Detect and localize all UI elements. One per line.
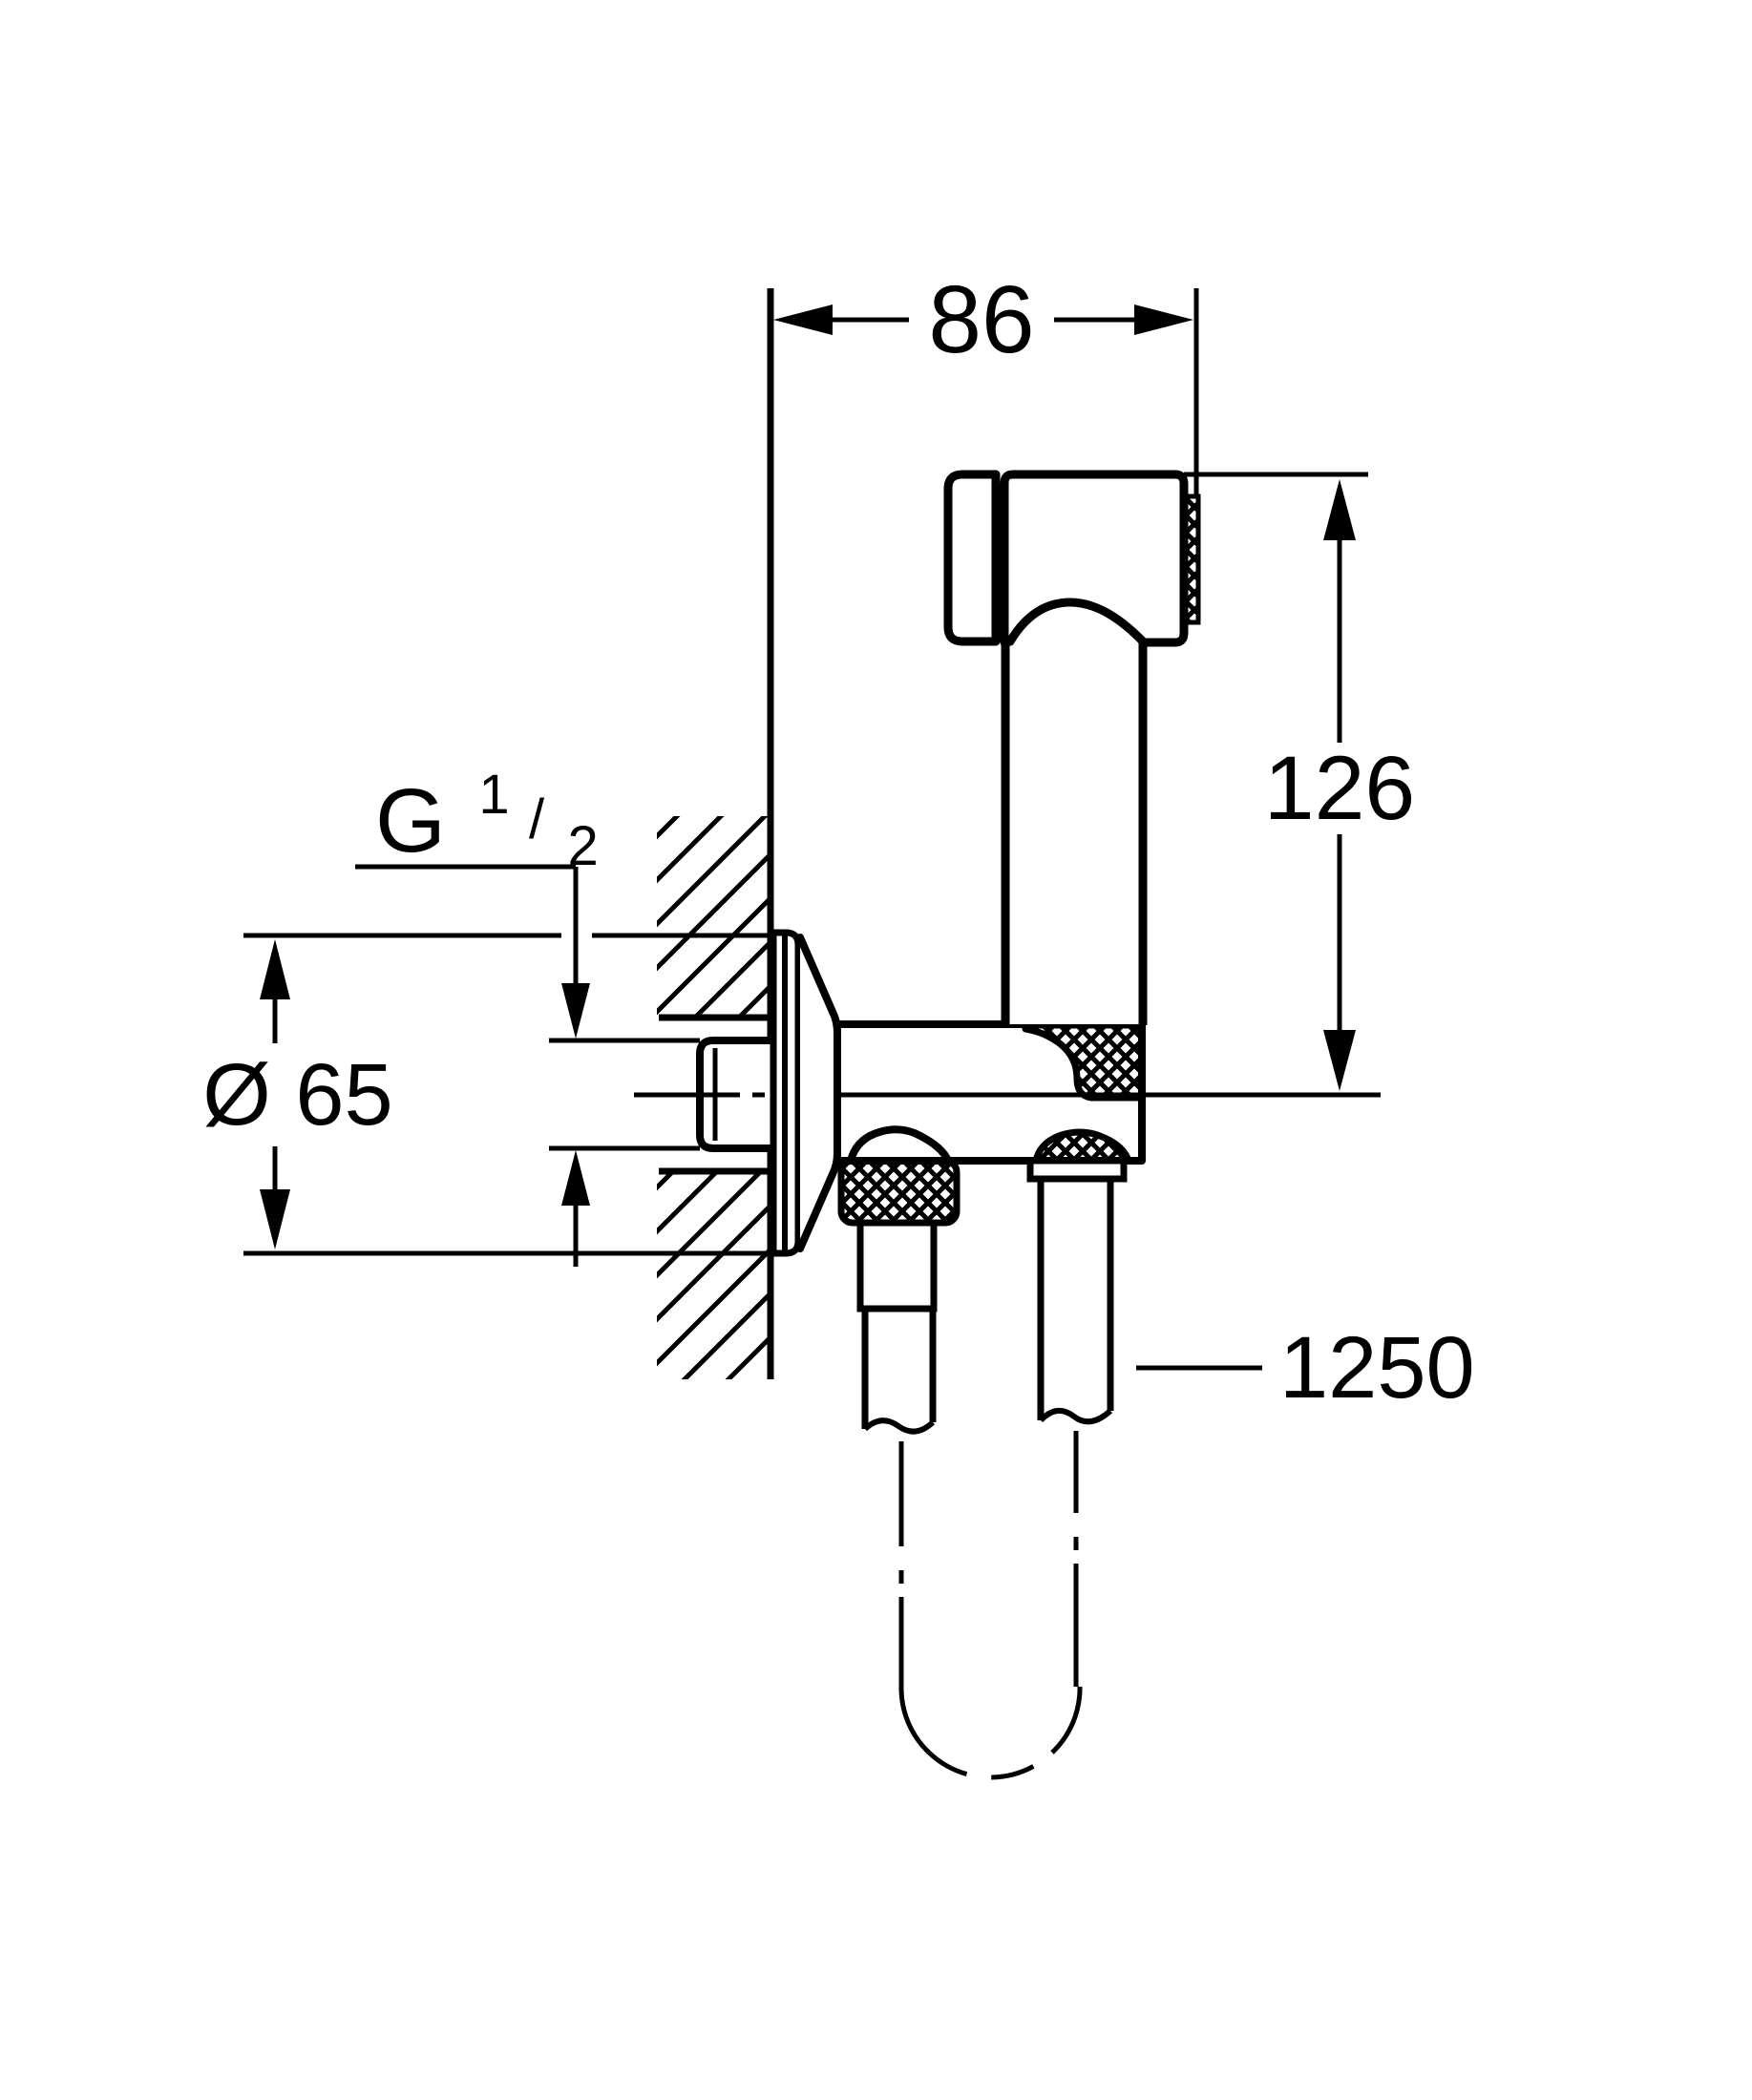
right-hose-break bbox=[1038, 1408, 1113, 1425]
dim-diameter-65: Ø 65 bbox=[202, 933, 770, 1256]
thread-slash: / bbox=[529, 788, 545, 850]
wall-hatch-upper bbox=[657, 816, 770, 1018]
hose-length-label: 1250 bbox=[1279, 1319, 1475, 1417]
escutcheon bbox=[770, 929, 841, 1257]
thread-arrow-down bbox=[561, 983, 590, 1039]
left-hose-ferrule bbox=[856, 1219, 938, 1312]
head-nozzle-cap bbox=[943, 470, 1001, 646]
dim86-arrow-right bbox=[1134, 304, 1193, 335]
head-knurl-strip bbox=[1179, 494, 1201, 625]
thread-label: G 1 / 2 bbox=[375, 732, 599, 877]
dim126-label: 126 bbox=[1264, 738, 1416, 839]
dim-width-86: 86 bbox=[773, 266, 1199, 498]
dim-height-126: 126 bbox=[836, 472, 1416, 1098]
hose-loop bbox=[898, 1431, 1083, 1780]
thread-callout: G 1 / 2 bbox=[355, 732, 700, 1267]
hose-length-callout: 1250 bbox=[1136, 1319, 1475, 1417]
loop-arc-bottom bbox=[927, 1751, 1054, 1780]
dia65-arrow-down bbox=[260, 1189, 290, 1250]
head-body bbox=[1000, 470, 1189, 647]
dim126-arrow-up bbox=[1323, 479, 1356, 540]
dia65-arrow-up bbox=[260, 939, 290, 999]
left-nut-dome bbox=[847, 1125, 952, 1165]
thread-prefix: G bbox=[375, 770, 446, 872]
right-nut-hump bbox=[1032, 1128, 1132, 1165]
right-nut-band bbox=[1026, 1157, 1128, 1183]
dia65-label: Ø 65 bbox=[202, 1046, 392, 1144]
escutcheon-cone bbox=[796, 934, 841, 1252]
thread-numerator: 1 bbox=[478, 764, 509, 826]
spray-handle bbox=[1001, 638, 1148, 1025]
wall-section bbox=[657, 288, 774, 1379]
hose-left-connection bbox=[837, 1125, 960, 1435]
loop-arc-left bbox=[898, 1686, 931, 1754]
hose-right-connection bbox=[1026, 1128, 1132, 1425]
dim86-label: 86 bbox=[928, 266, 1034, 373]
handle-fill bbox=[1005, 638, 1143, 1024]
dim126-arrow-down bbox=[1323, 1030, 1356, 1091]
loop-arc-right bbox=[1050, 1686, 1083, 1754]
wall-hatch-lower bbox=[657, 1171, 770, 1379]
dim86-arrow-left bbox=[773, 304, 833, 335]
thread-arrow-up bbox=[561, 1150, 590, 1206]
left-knurled-nut bbox=[837, 1157, 960, 1227]
spray-head bbox=[943, 470, 1201, 647]
left-hose-break bbox=[862, 1418, 936, 1435]
